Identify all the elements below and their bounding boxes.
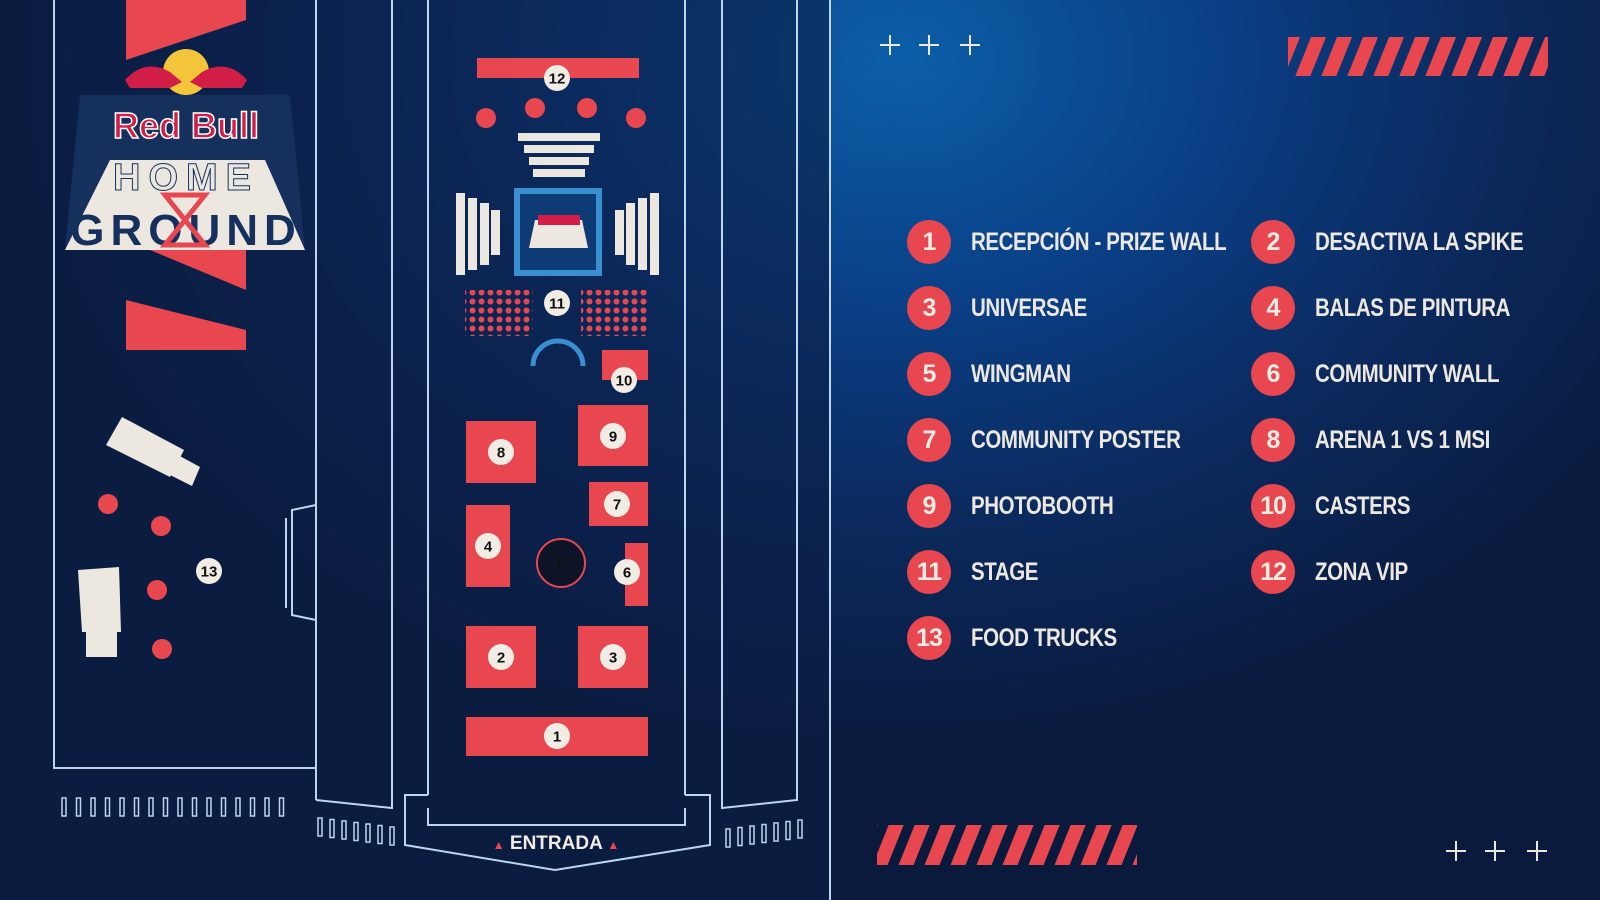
legend-label: PHOTOBOOTH bbox=[971, 491, 1114, 520]
legend-number-badge: 9 bbox=[907, 484, 951, 528]
plus-icons bbox=[880, 35, 1547, 861]
legend-item: 5 WINGMAN bbox=[907, 352, 1092, 396]
legend-label: ARENA 1 VS 1 MSI bbox=[1315, 425, 1490, 454]
legend-label: COMMUNITY WALL bbox=[1315, 359, 1500, 388]
badge-number: 11 bbox=[549, 296, 565, 313]
zone-badge-5[interactable]: 5 bbox=[548, 550, 574, 576]
entrance: ▲ ENTRADA ▲ bbox=[490, 833, 622, 855]
red-bull-home-ground-logo: Red Bull HOME GROUND bbox=[65, 49, 305, 255]
legend-item: 4 BALAS DE PINTURA bbox=[1251, 286, 1553, 330]
vip-tables bbox=[476, 98, 646, 128]
badge-circle bbox=[544, 65, 570, 91]
badge-number: 1 bbox=[553, 729, 561, 746]
legend-item: 13 FOOD TRUCKS bbox=[907, 616, 1149, 660]
legend-number-badge: 12 bbox=[1251, 550, 1295, 594]
entrance-label: ENTRADA bbox=[509, 833, 603, 854]
badge-circle bbox=[600, 644, 626, 670]
zone-badge-10[interactable]: 10 bbox=[611, 367, 637, 393]
legend-number-badge: 10 bbox=[1251, 484, 1295, 528]
badge-circle bbox=[544, 290, 570, 316]
badge-circle bbox=[548, 550, 574, 576]
legend-number-badge: 13 bbox=[907, 616, 951, 660]
legend-label: CASTERS bbox=[1315, 491, 1411, 520]
triangle-up-icon: ▲ bbox=[607, 838, 620, 852]
logo-home-text: HOME bbox=[113, 157, 259, 199]
legend-label: WINGMAN bbox=[971, 359, 1071, 388]
badge-number: 7 bbox=[613, 497, 621, 514]
legend-item: 10 CASTERS bbox=[1251, 484, 1431, 528]
legend-number-badge: 4 bbox=[1251, 286, 1295, 330]
badge-number: 13 bbox=[201, 564, 218, 581]
stage-logo bbox=[529, 215, 588, 248]
legend-number-badge: 7 bbox=[907, 418, 951, 462]
zone-badge-2[interactable]: 2 bbox=[488, 644, 514, 670]
casters-desk bbox=[530, 338, 586, 367]
badge-circle bbox=[196, 558, 222, 584]
legend-label: DESACTIVA LA SPIKE bbox=[1315, 227, 1524, 256]
zone-badge-6[interactable]: 6 bbox=[614, 559, 640, 585]
legend-number-badge: 6 bbox=[1251, 352, 1295, 396]
venue-walls bbox=[53, 0, 831, 900]
triangle-up-icon: ▲ bbox=[492, 838, 505, 852]
badge-circle bbox=[488, 644, 514, 670]
zone-13-food-trucks[interactable] bbox=[78, 417, 200, 659]
badge-circle bbox=[475, 533, 501, 559]
legend-label: UNIVERSAE bbox=[971, 293, 1087, 322]
legend-number-badge: 1 bbox=[907, 220, 951, 264]
legend-label: ZONA VIP bbox=[1315, 557, 1408, 586]
badge-number: 12 bbox=[549, 71, 566, 88]
badge-number: 10 bbox=[616, 373, 633, 390]
legend-label: COMMUNITY POSTER bbox=[971, 425, 1181, 454]
badge-number: 9 bbox=[609, 429, 617, 446]
legend-item: 2 DESACTIVA LA SPIKE bbox=[1251, 220, 1569, 264]
legend-label: BALAS DE PINTURA bbox=[1315, 293, 1511, 322]
stage-steps bbox=[456, 133, 659, 275]
zone-badge-3[interactable]: 3 bbox=[600, 644, 626, 670]
legend-number-badge: 2 bbox=[1251, 220, 1295, 264]
audience-left bbox=[465, 290, 533, 336]
zone-badge-7[interactable]: 7 bbox=[604, 491, 630, 517]
legend-item: 7 COMMUNITY POSTER bbox=[907, 418, 1226, 462]
legend-number-badge: 5 bbox=[907, 352, 951, 396]
zone-badge-11[interactable]: 11 bbox=[544, 290, 570, 316]
audience-right bbox=[581, 290, 649, 336]
badge-circle bbox=[488, 439, 514, 465]
logo-ground-text: GROUND bbox=[70, 206, 302, 255]
badge-circle bbox=[604, 491, 630, 517]
zone-badge-1[interactable]: 1 bbox=[544, 723, 570, 749]
zone-badge-13[interactable]: 13 bbox=[196, 558, 222, 584]
badge-circle bbox=[600, 423, 626, 449]
legend-number-badge: 3 bbox=[907, 286, 951, 330]
zone-badge-8[interactable]: 8 bbox=[488, 439, 514, 465]
zone-badge-12[interactable]: 12 bbox=[544, 65, 570, 91]
legend-item: 3 UNIVERSAE bbox=[907, 286, 1112, 330]
badge-number: 6 bbox=[623, 565, 631, 582]
legend-item: 8 ARENA 1 VS 1 MSI bbox=[1251, 418, 1528, 462]
badge-circle bbox=[544, 723, 570, 749]
badge-number: 8 bbox=[497, 445, 505, 462]
badge-circle bbox=[611, 367, 637, 393]
decorative-stripes-bottom bbox=[877, 825, 1137, 865]
zone-badge-4[interactable]: 4 bbox=[475, 533, 501, 559]
legend-item: 6 COMMUNITY WALL bbox=[1251, 352, 1539, 396]
legend-item: 11 STAGE bbox=[907, 550, 1053, 594]
zone-badge-9[interactable]: 9 bbox=[600, 423, 626, 449]
badge-circle bbox=[614, 559, 640, 585]
legend-item: 12 ZONA VIP bbox=[1251, 550, 1428, 594]
legend-item: 9 PHOTOBOOTH bbox=[907, 484, 1145, 528]
legend-label: FOOD TRUCKS bbox=[971, 623, 1117, 652]
legend-item: 1 RECEPCIÓN - PRIZE WALL bbox=[907, 220, 1282, 264]
legend-label: STAGE bbox=[971, 557, 1039, 586]
badge-number: 5 bbox=[557, 556, 565, 573]
badge-number: 3 bbox=[609, 650, 617, 667]
decorative-stripes-top bbox=[1288, 37, 1548, 76]
badge-number: 2 bbox=[497, 650, 505, 667]
legend-number-badge: 11 bbox=[907, 550, 951, 594]
legend-label: RECEPCIÓN - PRIZE WALL bbox=[971, 227, 1227, 256]
badge-number: 4 bbox=[484, 539, 493, 556]
logo-brand-text: Red Bull bbox=[113, 105, 259, 146]
seating-ticks bbox=[61, 797, 803, 848]
legend-number-badge: 8 bbox=[1251, 418, 1295, 462]
